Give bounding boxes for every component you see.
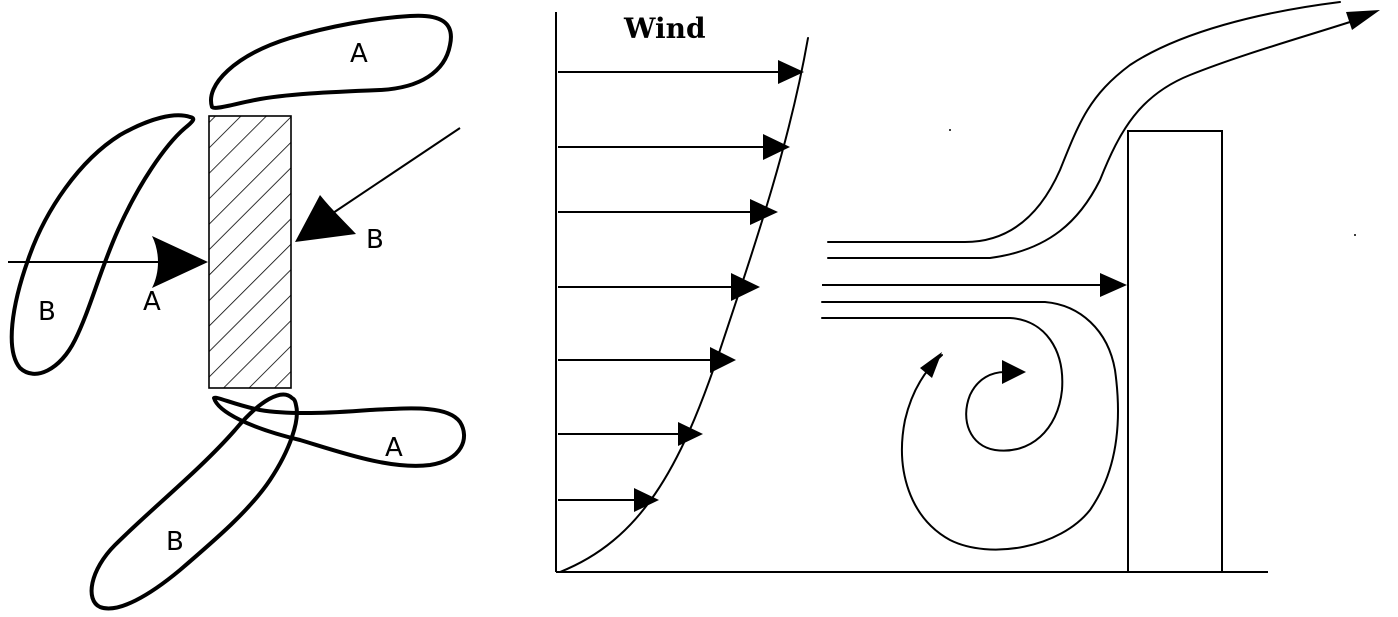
- lobe-b-bottom: [92, 395, 297, 609]
- wind-arrow-head: [750, 199, 778, 225]
- wind-arrow-head: [710, 347, 736, 373]
- lobe-a-top: [211, 16, 451, 108]
- label-b-arrow: B: [366, 225, 384, 255]
- label-b-left: B: [38, 297, 56, 327]
- label-a-arrow: A: [143, 287, 161, 317]
- tall-building: [1128, 131, 1222, 572]
- vortex-inner-head: [1002, 360, 1026, 384]
- stray-dot: [1354, 234, 1356, 236]
- vortex-outer-head: [920, 352, 942, 378]
- left-plan-diagram: A A A B B B: [8, 16, 464, 609]
- stray-dot: [949, 129, 951, 131]
- wind-arrows: [558, 60, 804, 512]
- streamline-vortex-inner: [822, 318, 1062, 451]
- arrow-b-head: [295, 195, 356, 242]
- wind-profile-curve: [560, 38, 808, 572]
- streamline-over-head: [1346, 10, 1380, 30]
- arrow-a-head: [152, 236, 208, 288]
- wind-arrow-head: [731, 273, 760, 301]
- lobe-a-bottom: [214, 398, 464, 466]
- label-b-bottom: B: [166, 527, 184, 557]
- label-a-top: A: [350, 39, 368, 69]
- streamline-direct-head: [1100, 273, 1127, 297]
- streamline-vortex-outer: [822, 302, 1118, 550]
- right-profile-diagram: Wind: [556, 2, 1380, 572]
- wind-label: Wind: [623, 12, 706, 45]
- label-a-bottom: A: [385, 433, 403, 463]
- wind-arrow-head: [634, 488, 659, 512]
- arrow-b-line: [330, 128, 460, 215]
- building-block: [209, 116, 291, 388]
- streamline-over-2: [828, 22, 1350, 258]
